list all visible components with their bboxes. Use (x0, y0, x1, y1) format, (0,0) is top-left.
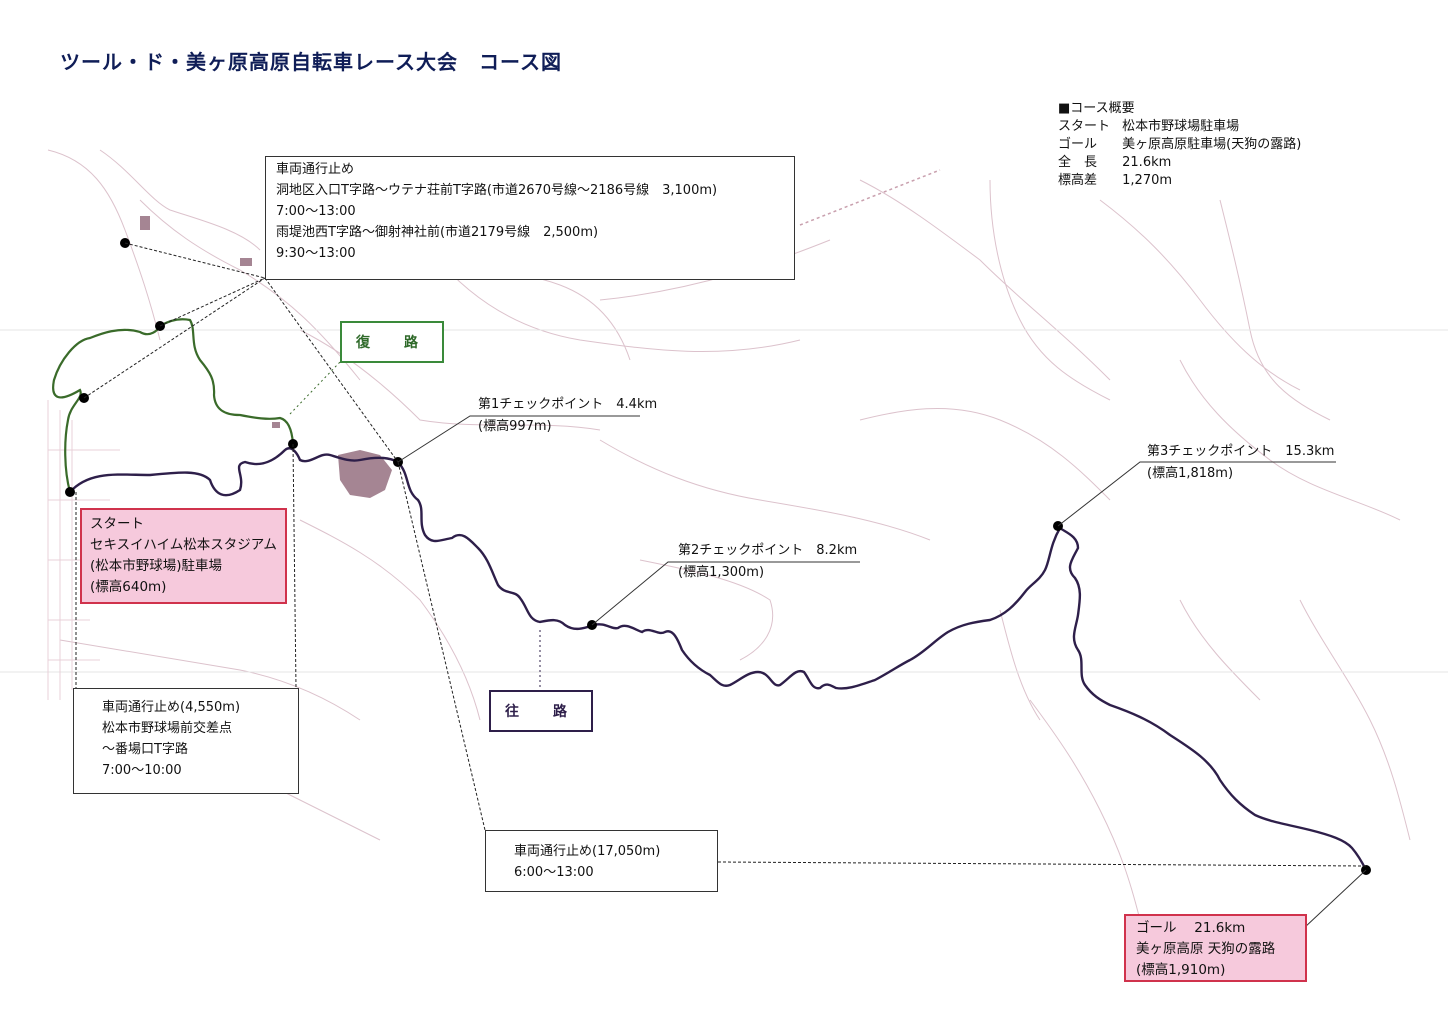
closure-left-line-4: 7:00～10:00 (102, 763, 182, 778)
map-grid-lines (0, 329, 1448, 673)
goal-line-3: (標高1,910m) (1136, 962, 1226, 978)
closure-box-top: 車両通行止め 洞地区入口T字路～ウテナ荘前T字路(市道2670号線～2186号線… (265, 156, 795, 280)
leader-lines (75, 242, 1367, 867)
closure-bottom-line-1: 車両通行止め(17,050m) (514, 844, 661, 859)
goal-box: ゴール 21.6km 美ヶ原高原 天狗の露路 (標高1,910m) (1124, 914, 1307, 982)
checkpoint-2-name: 第2チェックポイント 8.2km (678, 543, 858, 558)
closure-top-line-1: 車両通行止め (276, 162, 355, 177)
map-title: ツール・ド・美ヶ原高原自転車レース大会 コース図 (60, 50, 562, 74)
leader-lines-solid (397, 415, 1367, 929)
closure-top-line-5: 9:30～13:00 (276, 246, 356, 261)
summary-elevation-row: 標高差 1,270m (1058, 172, 1301, 190)
checkpoint-3-elevation: (標高1,818m) (1147, 466, 1234, 481)
summary-elevation-label: 標高差 (1058, 173, 1098, 188)
closure-left-line-3: ～番場口T字路 (102, 742, 188, 757)
start-line-2: セキスイハイム松本スタジアム (90, 537, 277, 553)
checkpoint-1-label: 第1チェックポイント 4.4km (標高997m) (478, 394, 657, 438)
urban-area (47, 400, 120, 700)
closure-left-line-1: 車両通行止め(4,550m) (102, 700, 241, 715)
return-route-label: 復 路 (340, 321, 444, 363)
start-line-4: (標高640m) (90, 579, 167, 595)
summary-goal-row: ゴール 美ヶ原高原駐車場(天狗の露路) (1058, 136, 1301, 154)
goal-line-1: ゴール 21.6km (1136, 920, 1246, 936)
closure-top-line-2: 洞地区入口T字路～ウテナ荘前T字路(市道2670号線～2186号線 3,100m… (276, 183, 718, 198)
checkpoint-1-name: 第1チェックポイント 4.4km (478, 397, 658, 412)
goal-line-2: 美ヶ原高原 天狗の露路 (1136, 941, 1276, 957)
start-line-1: スタート (90, 516, 144, 532)
closure-bottom-line-2: 6:00～13:00 (514, 865, 594, 880)
landmark-shapes (140, 216, 392, 498)
return-route-line (52, 318, 295, 493)
summary-heading: ■コース概要 (1058, 101, 1135, 116)
summary-start-row: スタート 松本市野球場駐車場 (1058, 118, 1301, 136)
checkpoint-2-label: 第2チェックポイント 8.2km (標高1,300m) (678, 540, 857, 584)
checkpoint-3-label: 第3チェックポイント 15.3km (標高1,818m) (1147, 441, 1334, 485)
start-line-3: (松本市野球場)駐車場 (90, 558, 223, 574)
dotted-road (799, 169, 941, 226)
summary-goal-value: 美ヶ原高原駐車場(天狗の露路) (1122, 137, 1302, 152)
checkpoint-3-name: 第3チェックポイント 15.3km (1147, 444, 1335, 459)
summary-start-label: スタート (1058, 119, 1111, 134)
closure-box-left: 車両通行止め(4,550m) 松本市野球場前交差点 ～番場口T字路 7:00～1… (73, 688, 299, 794)
course-summary: ■コース概要 スタート 松本市野球場駐車場 ゴール 美ヶ原高原駐車場(天狗の露路… (1058, 100, 1301, 190)
summary-length-label: 全 長 (1058, 155, 1098, 170)
summary-goal-label: ゴール (1058, 137, 1098, 152)
checkpoint-1-elevation: (標高997m) (478, 419, 552, 434)
outbound-route-label: 往 路 (489, 690, 593, 732)
start-box: スタート セキスイハイム松本スタジアム (松本市野球場)駐車場 (標高640m) (80, 508, 287, 604)
closure-box-bottom: 車両通行止め(17,050m) 6:00～13:00 (485, 830, 718, 892)
return-label-connector (289, 361, 341, 415)
closure-left-line-2: 松本市野球場前交差点 (102, 721, 233, 736)
summary-length-row: 全 長 21.6km (1058, 154, 1301, 172)
outbound-route-line (69, 447, 1368, 871)
summary-elevation-value: 1,270m (1122, 173, 1173, 188)
closure-top-line-4: 雨堤池西T字路～御射神社前(市道2179号線 2,500m) (276, 225, 599, 240)
checkpoint-2-elevation: (標高1,300m) (678, 565, 765, 580)
summary-start-value: 松本市野球場駐車場 (1122, 119, 1240, 134)
summary-length-value: 21.6km (1122, 155, 1172, 170)
closure-top-line-3: 7:00～13:00 (276, 204, 356, 219)
start-point-marker (65, 487, 75, 497)
